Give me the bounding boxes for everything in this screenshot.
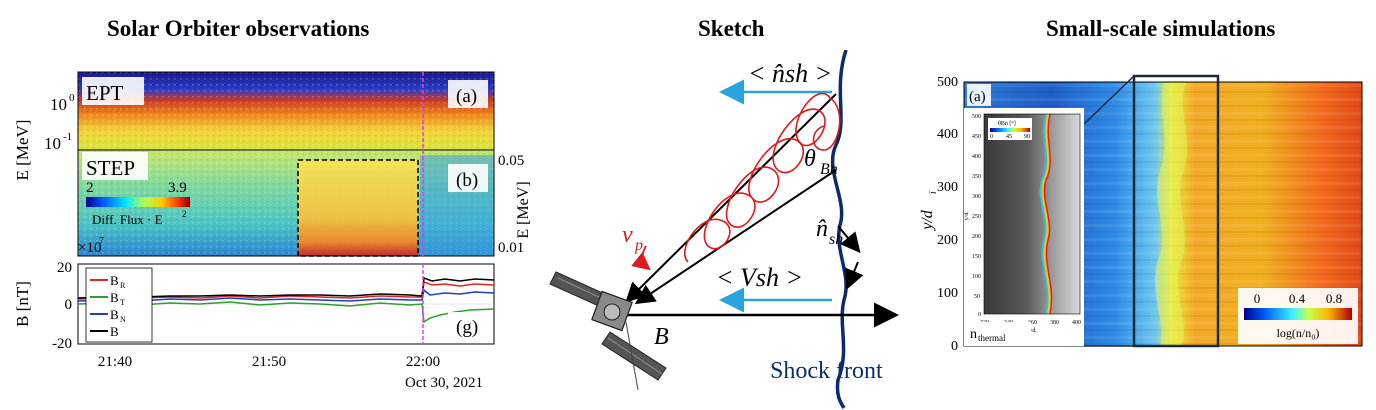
vp-label: v: [622, 222, 633, 248]
ept-ytick-2-exp: -1: [63, 131, 72, 143]
theta-sub: Bn: [820, 161, 838, 178]
normal-indicator-1: [837, 225, 861, 254]
solar-orbiter-spacecraft: [549, 271, 667, 391]
sim-ytick-200: 200: [937, 233, 958, 248]
legend-bt: B: [110, 290, 119, 305]
title-observations: Solar Orbiter observations: [107, 16, 370, 41]
normal-label-mid-sub: sh: [829, 231, 843, 248]
step-label: STEP: [86, 156, 135, 180]
mag-ytick-20: 20: [57, 260, 72, 276]
legend-bn-sub: N: [120, 315, 126, 324]
colorbar-label: Diff. Flux · E: [92, 212, 163, 227]
sim-ytick-500: 500: [937, 75, 958, 90]
sim-label-sub: thermal: [978, 333, 1006, 343]
step-panel-tag: (b): [456, 170, 478, 191]
inset-ylabel: y/dᵢ: [964, 212, 970, 221]
inset-ytick-50: 50: [974, 294, 980, 300]
inset-ytick-100: 100: [972, 274, 981, 280]
shock-front-label: Shock front: [770, 358, 883, 384]
inset-ytick-250: 250: [972, 214, 981, 220]
inset-xtick-400: 400: [1072, 320, 1081, 326]
mag-ytick-0: 0: [65, 297, 73, 313]
xtick-2200: 22:00: [406, 354, 440, 370]
inset-ytick-350: 350: [972, 174, 981, 180]
xtick-2140: 21:40: [98, 354, 132, 370]
sim-ytick-100: 100: [937, 286, 958, 301]
zoom-box: [1132, 74, 1220, 348]
observations-figure: EPT (a) E [MeV] 10 0 10 -1 STEP (b) 2 3.…: [13, 71, 530, 391]
sim-ylabel: y/d: [920, 209, 936, 232]
mag-ytick-neg20: -20: [52, 336, 72, 352]
sim-cb-tick-0: 0: [1254, 291, 1261, 306]
theta-label: θ: [804, 146, 816, 172]
inset-cb-90: 90: [1024, 134, 1030, 140]
sketch-figure: < n̂sh > θ Bn n̂ sh < Vsh > v p B Shock …: [549, 50, 899, 409]
ept-panel: EPT (a) E [MeV] 10 0 10 -1: [13, 71, 495, 181]
inset-ytick-300: 300: [972, 194, 981, 200]
step-right-ylabel: E [MeV]: [515, 181, 530, 238]
inset-ytick-200: 200: [972, 234, 981, 240]
inset-ytick-400: 400: [972, 154, 981, 160]
vp-sub: p: [634, 237, 643, 254]
inset-ytick-150: 150: [972, 254, 981, 260]
ept-panel-tag: (a): [456, 86, 477, 107]
ept-ylabel: E [MeV]: [13, 120, 32, 181]
sim-cb-label: log(n/n₀): [1277, 326, 1320, 340]
inset-panel: θBn [°] 0 45 90 500 450 400 350 300 250 …: [964, 108, 1084, 346]
simulation-figure: θBn [°] 0 45 90 500 450 400 350 300 250 …: [920, 74, 1363, 354]
colorbar-max: 3.9: [168, 180, 187, 196]
scale-factor: ×10: [78, 240, 101, 256]
legend-bt-sub: T: [120, 298, 125, 307]
mag-panel: B R B T B N B (g) B [nT] 20 0 -20: [13, 260, 495, 352]
sim-ytick-400: 400: [937, 127, 958, 142]
step-right-tick-1: 0.05: [498, 153, 524, 169]
mag-panel-tag: (g): [456, 317, 478, 338]
step-right-tick-2: 0.01: [498, 240, 524, 256]
ept-ytick-2: 10: [44, 134, 61, 153]
sim-cb-tick-04: 0.4: [1289, 291, 1306, 306]
sim-panel-tag: (a): [969, 89, 986, 105]
inset-ytick-450: 450: [972, 134, 981, 140]
inset-ytick-500: 500: [972, 114, 981, 120]
shock-velocity-label: < Vsh >: [716, 263, 803, 292]
sim-label: n: [970, 327, 977, 342]
particle-helix: [684, 92, 831, 263]
legend-b: B: [110, 324, 119, 339]
field-line-lower: [634, 169, 837, 305]
inset-colorbar-label: θBn [°]: [998, 120, 1016, 127]
ept-label: EPT: [86, 81, 124, 105]
legend-br: B: [110, 273, 119, 288]
title-simulations: Small-scale simulations: [1046, 16, 1276, 41]
step-panel: STEP (b) 2 3.9 Diff. Flux · E 2 ×10 7 0.…: [77, 149, 530, 257]
legend-bn: B: [110, 307, 119, 322]
normal-indicator-2: [844, 261, 864, 290]
inset-cb-45: 45: [1006, 134, 1012, 140]
normal-label-mid: n̂: [816, 216, 828, 242]
title-sketch: Sketch: [698, 16, 765, 41]
inset-xtick-360: 360: [1028, 320, 1037, 326]
inset-xtick-380: 380: [1050, 320, 1059, 326]
inset-cb-0: 0: [990, 134, 993, 140]
sim-cb-tick-08: 0.8: [1326, 291, 1342, 306]
sim-ytick-0: 0: [951, 339, 958, 354]
mag-ylabel: B [nT]: [13, 281, 32, 327]
sim-ytick-300: 300: [937, 180, 958, 195]
legend-br-sub: R: [120, 281, 126, 290]
inset-ytick-0: 0: [978, 312, 981, 318]
sim-ylabel-sub: i: [928, 191, 939, 194]
normal-label-top: < n̂sh >: [748, 59, 832, 88]
b-label: B: [654, 324, 669, 350]
colorbar-label-sup: 2: [182, 209, 187, 219]
scale-factor-exp: 7: [99, 236, 104, 247]
sim-colorbar: 0 0.4 0.8 log(n/n₀): [1238, 288, 1358, 344]
inset-xlabel: x/dᵢ: [1028, 328, 1037, 334]
colorbar-min: 2: [86, 180, 94, 196]
ept-ytick-1: 10: [50, 95, 67, 114]
date-label: Oct 30, 2021: [405, 375, 483, 391]
ept-ytick-1-exp: 0: [69, 92, 75, 104]
xtick-2150: 21:50: [252, 354, 286, 370]
